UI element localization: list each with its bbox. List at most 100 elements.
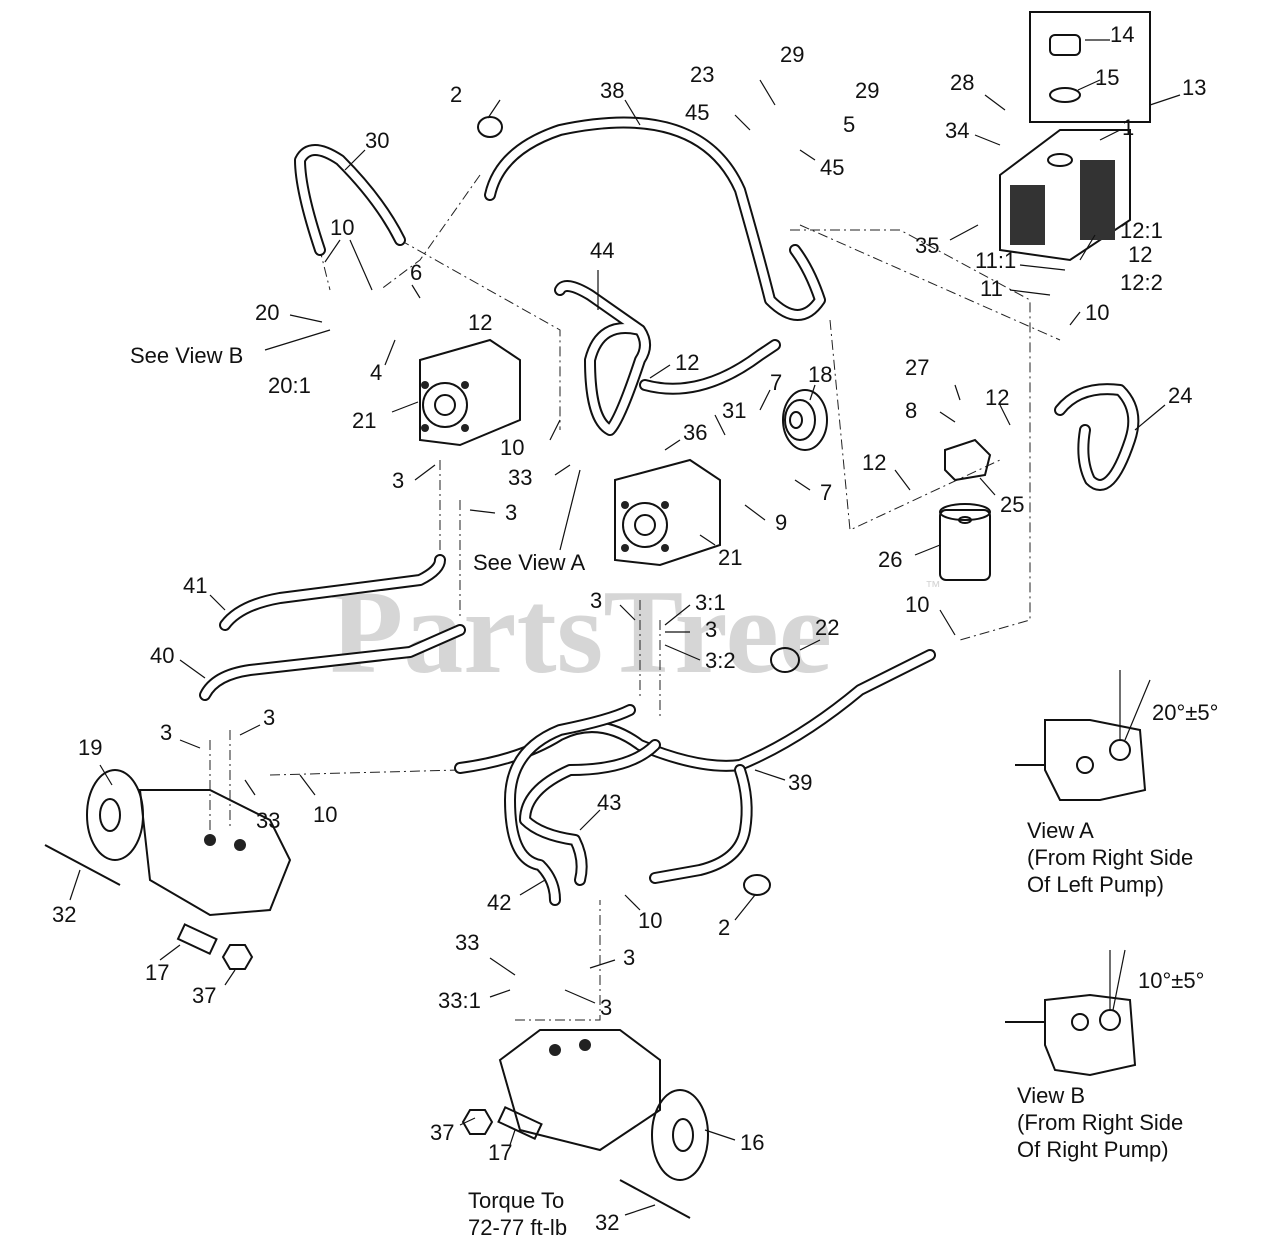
callout-32-right: 32	[595, 1210, 619, 1235]
torque-note-line2: 72-77 ft-lb	[468, 1215, 567, 1240]
callout-5: 5	[843, 112, 855, 137]
callout-11-1: 11:1	[975, 248, 1016, 273]
callout-10-mid: 10	[500, 435, 524, 460]
callout-26: 26	[878, 547, 902, 572]
view-b-pump	[1005, 949, 1137, 1077]
callout-8: 8	[905, 398, 917, 423]
callout-33-mid: 33	[508, 465, 532, 490]
callout-43: 43	[597, 790, 621, 815]
see-view-a: See View A	[473, 550, 585, 575]
view-b-line1: (From Right Side	[1017, 1110, 1183, 1135]
callout-4: 4	[370, 360, 382, 385]
callout-41: 41	[183, 573, 207, 598]
callout-19: 19	[78, 735, 102, 760]
wheel-motor-left	[44, 769, 292, 970]
callout-39: 39	[788, 770, 812, 795]
callout-6: 6	[410, 260, 422, 285]
view-b-title: View B	[1017, 1083, 1085, 1108]
callout-34: 34	[945, 118, 969, 143]
callout-45-left: 45	[685, 100, 709, 125]
callout-32-left: 32	[52, 902, 76, 927]
wheel-motor-right	[461, 1029, 709, 1219]
callout-21-upper: 21	[352, 408, 376, 433]
callout-3-h: 3	[600, 995, 612, 1020]
callout-3-d: 3	[705, 617, 717, 642]
torque-note-line1: Torque To	[468, 1188, 564, 1213]
callout-42: 42	[487, 890, 511, 915]
callout-3-a: 3	[392, 468, 404, 493]
callout-15: 15	[1095, 65, 1119, 90]
callout-12-tank: 12	[1128, 242, 1152, 267]
callout-33-left: 33	[256, 808, 280, 833]
callout-9: 9	[775, 510, 787, 535]
callout-24: 24	[1168, 383, 1192, 408]
seals	[477, 116, 800, 896]
callout-44: 44	[590, 238, 614, 263]
view-a-line2: Of Left Pump)	[1027, 872, 1164, 897]
view-a-line1: (From Right Side	[1027, 845, 1193, 870]
callout-33-lower: 33	[455, 930, 479, 955]
callout-27: 27	[905, 355, 929, 380]
callout-3-2: 3:2	[705, 648, 736, 673]
callout-12-hose: 12	[675, 350, 699, 375]
callout-37-right: 37	[430, 1120, 454, 1145]
callout-2-bottom: 2	[718, 915, 730, 940]
callout-12-2: 12:2	[1120, 270, 1163, 295]
callout-1: 1	[1122, 115, 1134, 140]
callout-12-filter-right: 12	[985, 385, 1009, 410]
callout-22: 22	[815, 615, 839, 640]
callout-12-upper-pump: 12	[468, 310, 492, 335]
callout-45-right: 45	[820, 155, 844, 180]
watermark-trademark: ™	[925, 579, 941, 596]
callout-10-right: 10	[905, 592, 929, 617]
callout-3-f: 3	[263, 705, 275, 730]
view-a-title: View A	[1027, 818, 1094, 843]
callout-3-b: 3	[505, 500, 517, 525]
callout-10-tank: 10	[1085, 300, 1109, 325]
pulley	[782, 389, 828, 451]
callout-12-filter-left: 12	[862, 450, 886, 475]
callout-20: 20	[255, 300, 279, 325]
callout-23: 23	[690, 62, 714, 87]
callout-37-left: 37	[192, 983, 216, 1008]
callout-21-lower: 21	[718, 545, 742, 570]
callout-18: 18	[808, 362, 832, 387]
callout-25: 25	[1000, 492, 1024, 517]
callout-7-bottom: 7	[820, 480, 832, 505]
callout-11: 11	[980, 276, 1003, 301]
callout-12-1: 12:1	[1120, 218, 1163, 243]
callout-13: 13	[1182, 75, 1206, 100]
callout-10-lower: 10	[638, 908, 662, 933]
callout-28: 28	[950, 70, 974, 95]
callout-10-left: 10	[313, 802, 337, 827]
callout-3-e: 3	[160, 720, 172, 745]
hoses	[199, 116, 1140, 906]
callout-17-left: 17	[145, 960, 169, 985]
pump-lower	[614, 458, 721, 567]
view-a-angle: 20°±5°	[1152, 700, 1218, 725]
watermark: PartsTree	[330, 565, 832, 698]
view-b-angle: 10°±5°	[1138, 968, 1204, 993]
view-a-pump	[1015, 670, 1151, 801]
callout-2-top: 2	[450, 82, 462, 107]
callout-31: 31	[722, 398, 746, 423]
callout-30: 30	[365, 128, 389, 153]
callout-3-g: 3	[623, 945, 635, 970]
hydraulic-tank	[999, 11, 1151, 262]
callout-40: 40	[150, 643, 174, 668]
callout-16: 16	[740, 1130, 764, 1155]
pump-upper	[419, 338, 521, 447]
callout-14: 14	[1110, 22, 1134, 47]
callout-10-pair: 10	[330, 215, 354, 240]
callout-20-1: 20:1	[268, 373, 311, 398]
callout-7-top: 7	[770, 370, 782, 395]
callout-3-1: 3:1	[695, 590, 726, 615]
callout-33-1: 33:1	[438, 988, 481, 1013]
callout-3-c: 3	[590, 588, 602, 613]
see-view-b: See View B	[130, 343, 243, 368]
callout-17-right: 17	[488, 1140, 512, 1165]
callout-36: 36	[683, 420, 707, 445]
leader-lines	[69, 39, 1181, 1216]
callout-35: 35	[915, 233, 939, 258]
